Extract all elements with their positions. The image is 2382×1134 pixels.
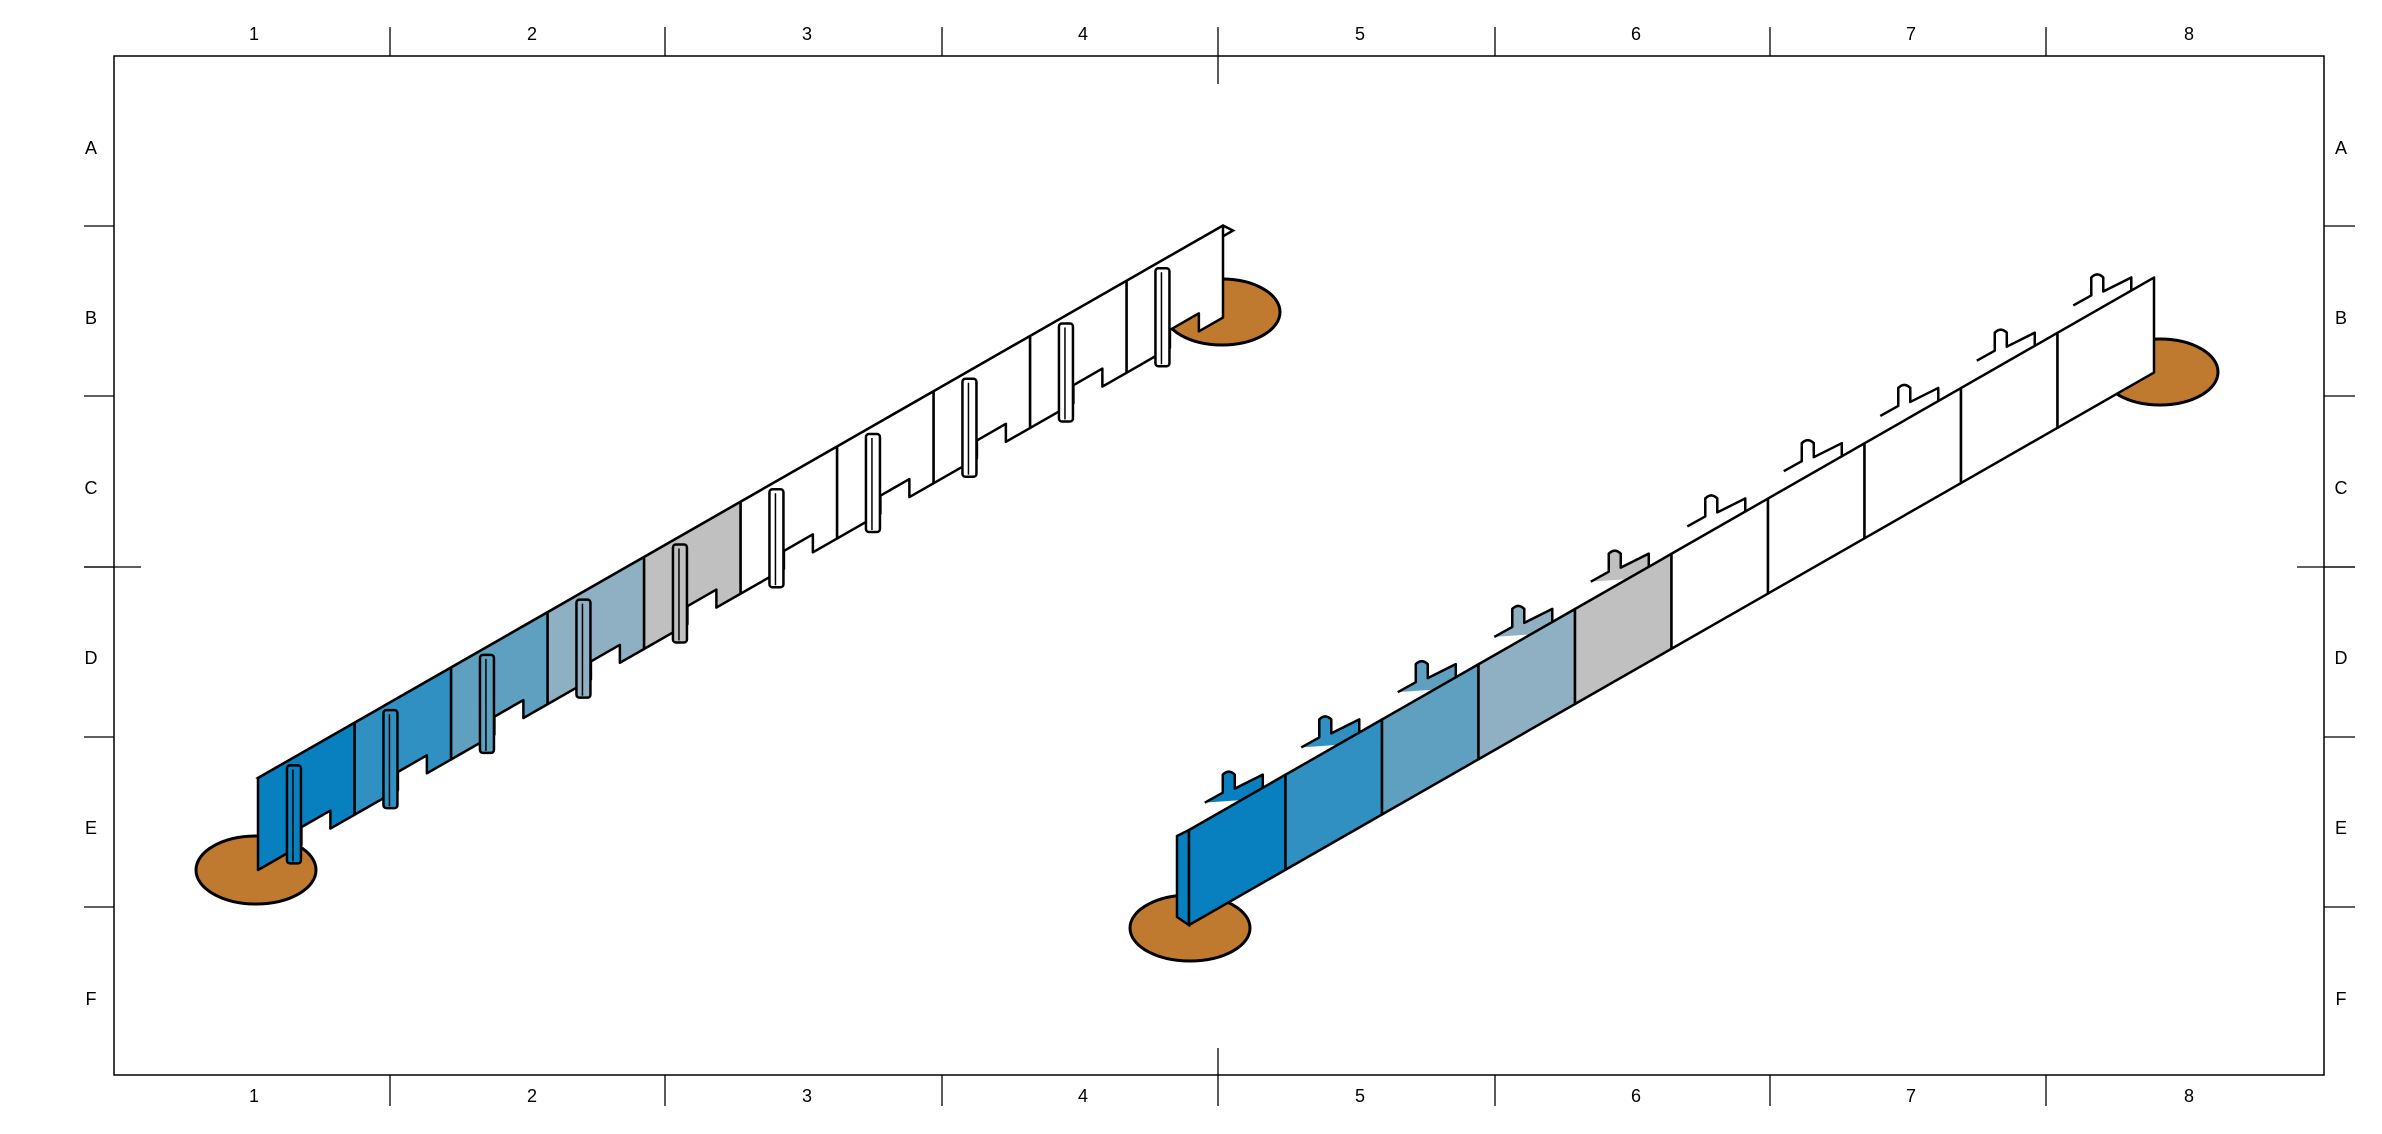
- column-label: 3: [802, 1086, 812, 1106]
- row-label: F: [86, 989, 97, 1009]
- column-label: 6: [1631, 1086, 1641, 1106]
- row-label: D: [2335, 648, 2348, 668]
- column-label: 3: [802, 24, 812, 44]
- stud: [864, 432, 882, 534]
- column-label: 8: [2184, 1086, 2194, 1106]
- wall-panel: [835, 390, 935, 540]
- row-label: F: [2336, 989, 2347, 1009]
- wall-panel: [2056, 276, 2156, 430]
- wall-panel: [642, 500, 742, 651]
- column-label: 1: [249, 24, 259, 44]
- column-label: 8: [2184, 24, 2194, 44]
- column-label: 4: [1078, 24, 1088, 44]
- column-label: 4: [1078, 1086, 1088, 1106]
- stud: [285, 764, 303, 865]
- wall-with-studs-view: [194, 224, 1282, 906]
- column-label: 1: [249, 1086, 259, 1106]
- wall-panel: [546, 555, 646, 706]
- stud: [1057, 322, 1075, 423]
- column-label: 6: [1631, 24, 1641, 44]
- column-label: 5: [1355, 24, 1365, 44]
- stud: [1154, 266, 1171, 368]
- column-label: 2: [527, 1086, 537, 1106]
- stud: [961, 377, 978, 478]
- stud: [768, 487, 785, 589]
- column-label: 2: [527, 24, 537, 44]
- column-label: 5: [1355, 1086, 1365, 1106]
- stud: [478, 653, 496, 755]
- sheet-frame: [84, 27, 2355, 1106]
- row-label: A: [85, 138, 97, 158]
- wall-panel: [1125, 224, 1225, 375]
- wall-panel: [353, 666, 453, 817]
- row-label: B: [85, 308, 97, 328]
- row-label: B: [2335, 308, 2347, 328]
- wall-panel: [256, 721, 356, 872]
- wall-panel: [739, 445, 839, 596]
- wall-panel: [449, 611, 549, 761]
- row-label: C: [85, 478, 98, 498]
- row-label: E: [85, 818, 97, 838]
- row-label: D: [85, 648, 98, 668]
- stud: [575, 598, 592, 699]
- row-label: A: [2335, 138, 2347, 158]
- wall-with-plate-view: [1128, 273, 2220, 963]
- row-label: C: [2335, 478, 2348, 498]
- row-label: E: [2335, 818, 2347, 838]
- plate-end: [1175, 827, 1191, 928]
- column-label: 7: [1906, 1086, 1916, 1106]
- wall-panel: [932, 334, 1032, 485]
- column-label: 7: [1906, 24, 1916, 44]
- stud: [671, 543, 689, 644]
- wall-panel: [1028, 279, 1128, 430]
- sheet-border: [113, 55, 2325, 1076]
- stud: [382, 708, 399, 810]
